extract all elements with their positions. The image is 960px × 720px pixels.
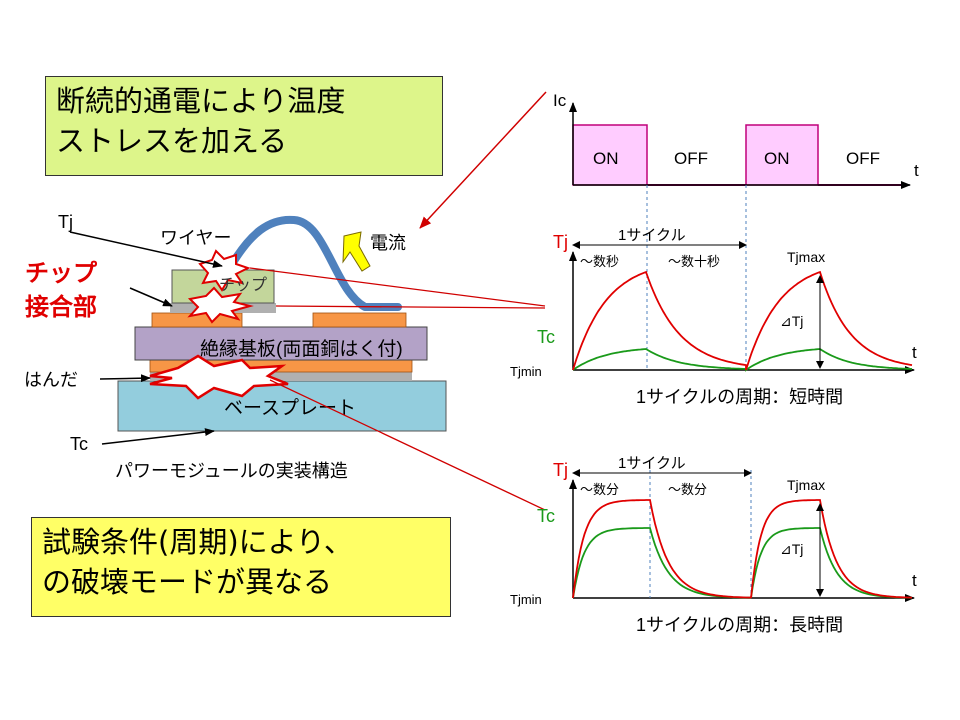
tc-series-line (572, 527, 912, 599)
tj-series-line (572, 499, 913, 599)
callout-bottom-line2: の破壊モードが異なる (42, 565, 333, 599)
heating-time-label: ～数秒 (580, 254, 619, 269)
solder-to-long-chart-line (269, 379, 546, 511)
chart-title: 1サイクルの周期：長時間 (636, 615, 843, 635)
chip-to-short-chart-line-a (249, 267, 546, 307)
callout-temperature-stress: 断続的通電により温度 ストレスを加える (45, 76, 443, 176)
bond-wire (224, 215, 402, 311)
callout-failure-mode: 試験条件(周期)により、 の破壊モードが異なる (31, 517, 451, 617)
cycle-label: 1サイクル (618, 227, 686, 244)
solder-layer (150, 371, 412, 381)
substrate-label: 絶縁基板(両面銅はく付) (200, 338, 403, 360)
chip-solder-burst (187, 286, 254, 324)
power-module: チップ 絶縁基板(両面銅はく付) ベースプレート Tj ワイヤー 電流 チップ … (24, 212, 447, 481)
module-caption: パワーモジュールの実装構造 (115, 461, 348, 481)
on-pulse-1 (572, 124, 648, 186)
tc-arrow (101, 428, 215, 445)
cycle-label: 1サイクル (618, 455, 686, 472)
callout-top-line1: 断続的通電により温度 (56, 84, 346, 118)
tc-series-label: Tc (537, 506, 555, 526)
tc-series-line (572, 348, 913, 372)
t-axis-label: t (912, 343, 917, 362)
callout-bottom-line1: 試験条件(周期)により、 (42, 525, 353, 559)
tjmin-label: Tjmin (510, 364, 542, 379)
connector-lines (249, 91, 547, 511)
cooling-time-label: ～数十秒 (668, 254, 720, 269)
tj-series-line (572, 270, 913, 371)
state-on-1: ON (593, 149, 619, 168)
current-arrow-icon (342, 231, 371, 272)
tc-series-label: Tc (537, 327, 555, 347)
cooling-time-label: ～数分 (668, 482, 707, 497)
chip-to-short-chart-line-b (275, 305, 546, 309)
tjmax-label: Tjmax (787, 477, 825, 493)
state-on-2: ON (764, 149, 790, 168)
chip-joint-label-line1: チップ (25, 260, 98, 287)
state-off-1: OFF (674, 149, 708, 168)
ic-t-label: t (914, 161, 919, 180)
current-pointer-line (419, 91, 547, 229)
solder-arrow (99, 374, 151, 383)
t-axis-label: t (912, 571, 917, 590)
upper-copper-right (312, 312, 407, 328)
tj-series-label: Tj (553, 232, 568, 252)
chip-joint-label-line2: 接合部 (25, 293, 97, 321)
chip-joint-burst (198, 249, 251, 292)
state-off-2: OFF (846, 149, 880, 168)
chart-title: 1サイクルの周期：短時間 (636, 387, 843, 407)
tj-series-label: Tj (553, 460, 568, 480)
callout-top-line2: ストレスを加える (56, 124, 288, 158)
tj-arrow (69, 231, 223, 268)
current-chart: Ic t ON OFF ON OFF (553, 91, 919, 370)
substrate-layer (134, 326, 428, 361)
tjmin-label: Tjmin (510, 592, 542, 607)
wire-label: ワイヤー (160, 228, 231, 248)
heating-time-label: ～数分 (580, 482, 619, 497)
on-pulse-2 (745, 124, 819, 186)
solder-label: はんだ (24, 370, 78, 390)
tjmax-label: Tjmax (787, 249, 825, 265)
chip-label: チップ (219, 276, 267, 294)
ic-axis-label: Ic (553, 91, 567, 110)
tj-pointer-label: Tj (58, 212, 73, 232)
baseplate-label: ベースプレート (224, 397, 356, 419)
baseplate-solder-burst (149, 354, 289, 400)
delta-tj-label: ⊿Tj (780, 541, 803, 557)
tc-pointer-label: Tc (70, 434, 88, 454)
chip-joint-arrow (129, 287, 173, 307)
current-label: 電流 (370, 233, 406, 253)
delta-tj-label: ⊿Tj (780, 313, 803, 329)
